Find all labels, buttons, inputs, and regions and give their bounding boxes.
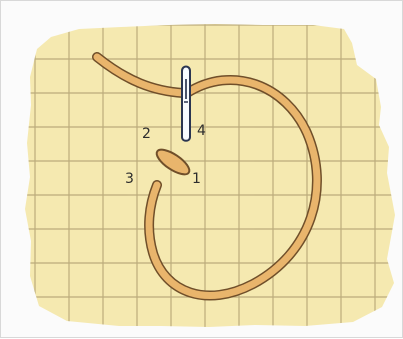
needle-icon	[182, 67, 190, 141]
point-label-2: 2	[142, 126, 151, 142]
point-label-4: 4	[197, 123, 206, 139]
point-label-3: 3	[125, 171, 134, 187]
fabric-grid-background	[25, 24, 395, 327]
point-label-1: 1	[192, 171, 201, 187]
